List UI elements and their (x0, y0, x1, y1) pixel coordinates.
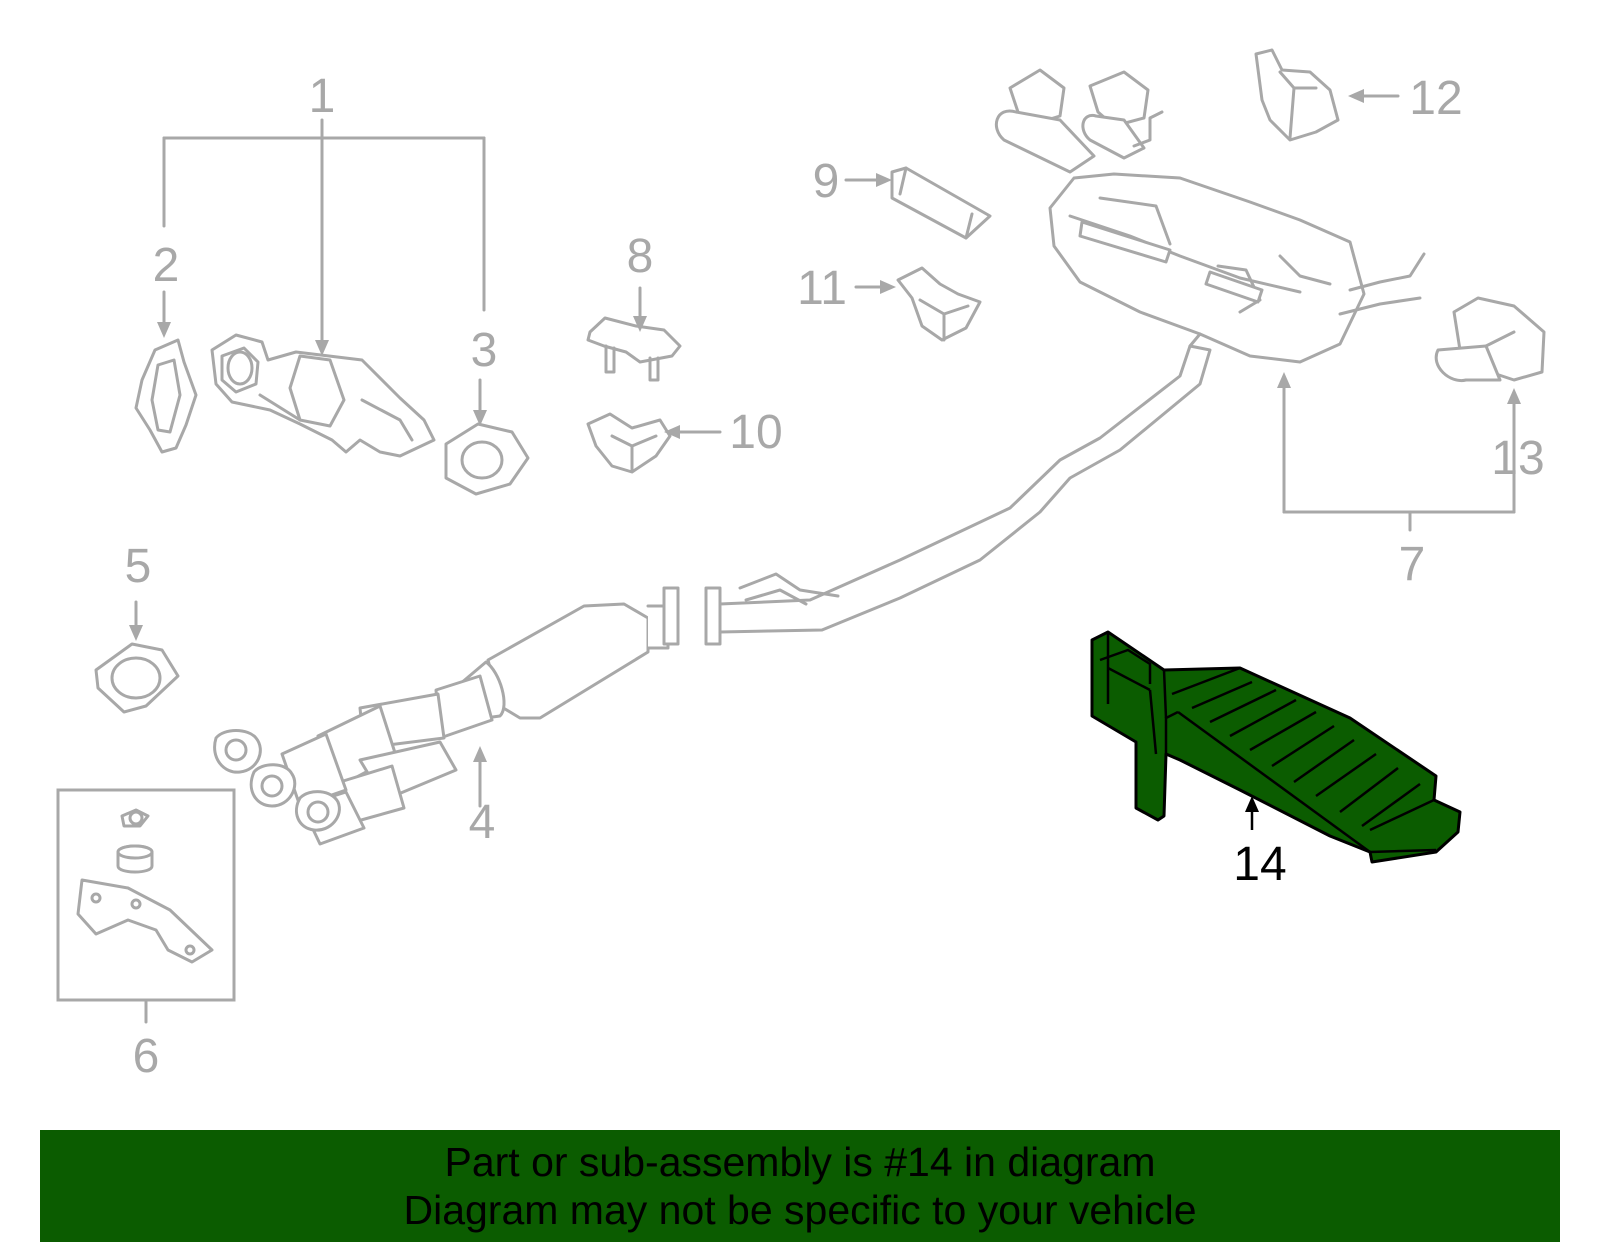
part-6-bracket-kit[interactable] (56, 788, 236, 1024)
callout-8: 8 (627, 230, 654, 283)
part-11-hanger[interactable] (854, 266, 982, 342)
part-7-muffler-assembly[interactable] (994, 68, 1546, 432)
callout-10: 10 (729, 406, 782, 459)
callout-3: 3 (471, 324, 498, 377)
callout-6: 6 (133, 1030, 160, 1083)
part-9-insulator[interactable] (844, 166, 992, 240)
part-14-heat-shield[interactable] (1090, 630, 1462, 864)
callout-4: 4 (469, 796, 496, 849)
heat-shield-body[interactable] (1090, 630, 1462, 864)
part-5-gasket[interactable] (94, 600, 180, 714)
intermediate-pipe[interactable] (718, 344, 1212, 634)
part-10-hanger[interactable] (586, 412, 722, 474)
banner-line-2: Diagram may not be specific to your vehi… (403, 1187, 1197, 1233)
part-8-hanger[interactable] (586, 286, 682, 382)
callout-9: 9 (813, 155, 840, 208)
callout-5: 5 (125, 540, 152, 593)
callout-14: 14 (1233, 838, 1286, 891)
info-banner-box: Part or sub-assembly is #14 in diagram D… (40, 1130, 1560, 1242)
part-3-gasket[interactable] (444, 378, 530, 496)
callout-2: 2 (153, 239, 180, 292)
info-banner: Part or sub-assembly is #14 in diagram D… (40, 1130, 1560, 1242)
callout-1: 1 (309, 70, 336, 123)
callout-1-bracket (162, 118, 486, 356)
part-2-gasket[interactable] (134, 290, 198, 454)
callout-13: 13 (1491, 432, 1544, 485)
callout-11: 11 (797, 262, 847, 315)
callout-7-bracket (1277, 372, 1521, 532)
callout-12: 12 (1409, 72, 1462, 125)
banner-line-1: Part or sub-assembly is #14 in diagram (444, 1139, 1156, 1185)
part-1-manifold[interactable] (210, 333, 436, 458)
part-12-hanger[interactable] (1254, 48, 1400, 142)
callout-7: 7 (1399, 538, 1426, 591)
part-4-front-pipe[interactable] (213, 586, 722, 846)
